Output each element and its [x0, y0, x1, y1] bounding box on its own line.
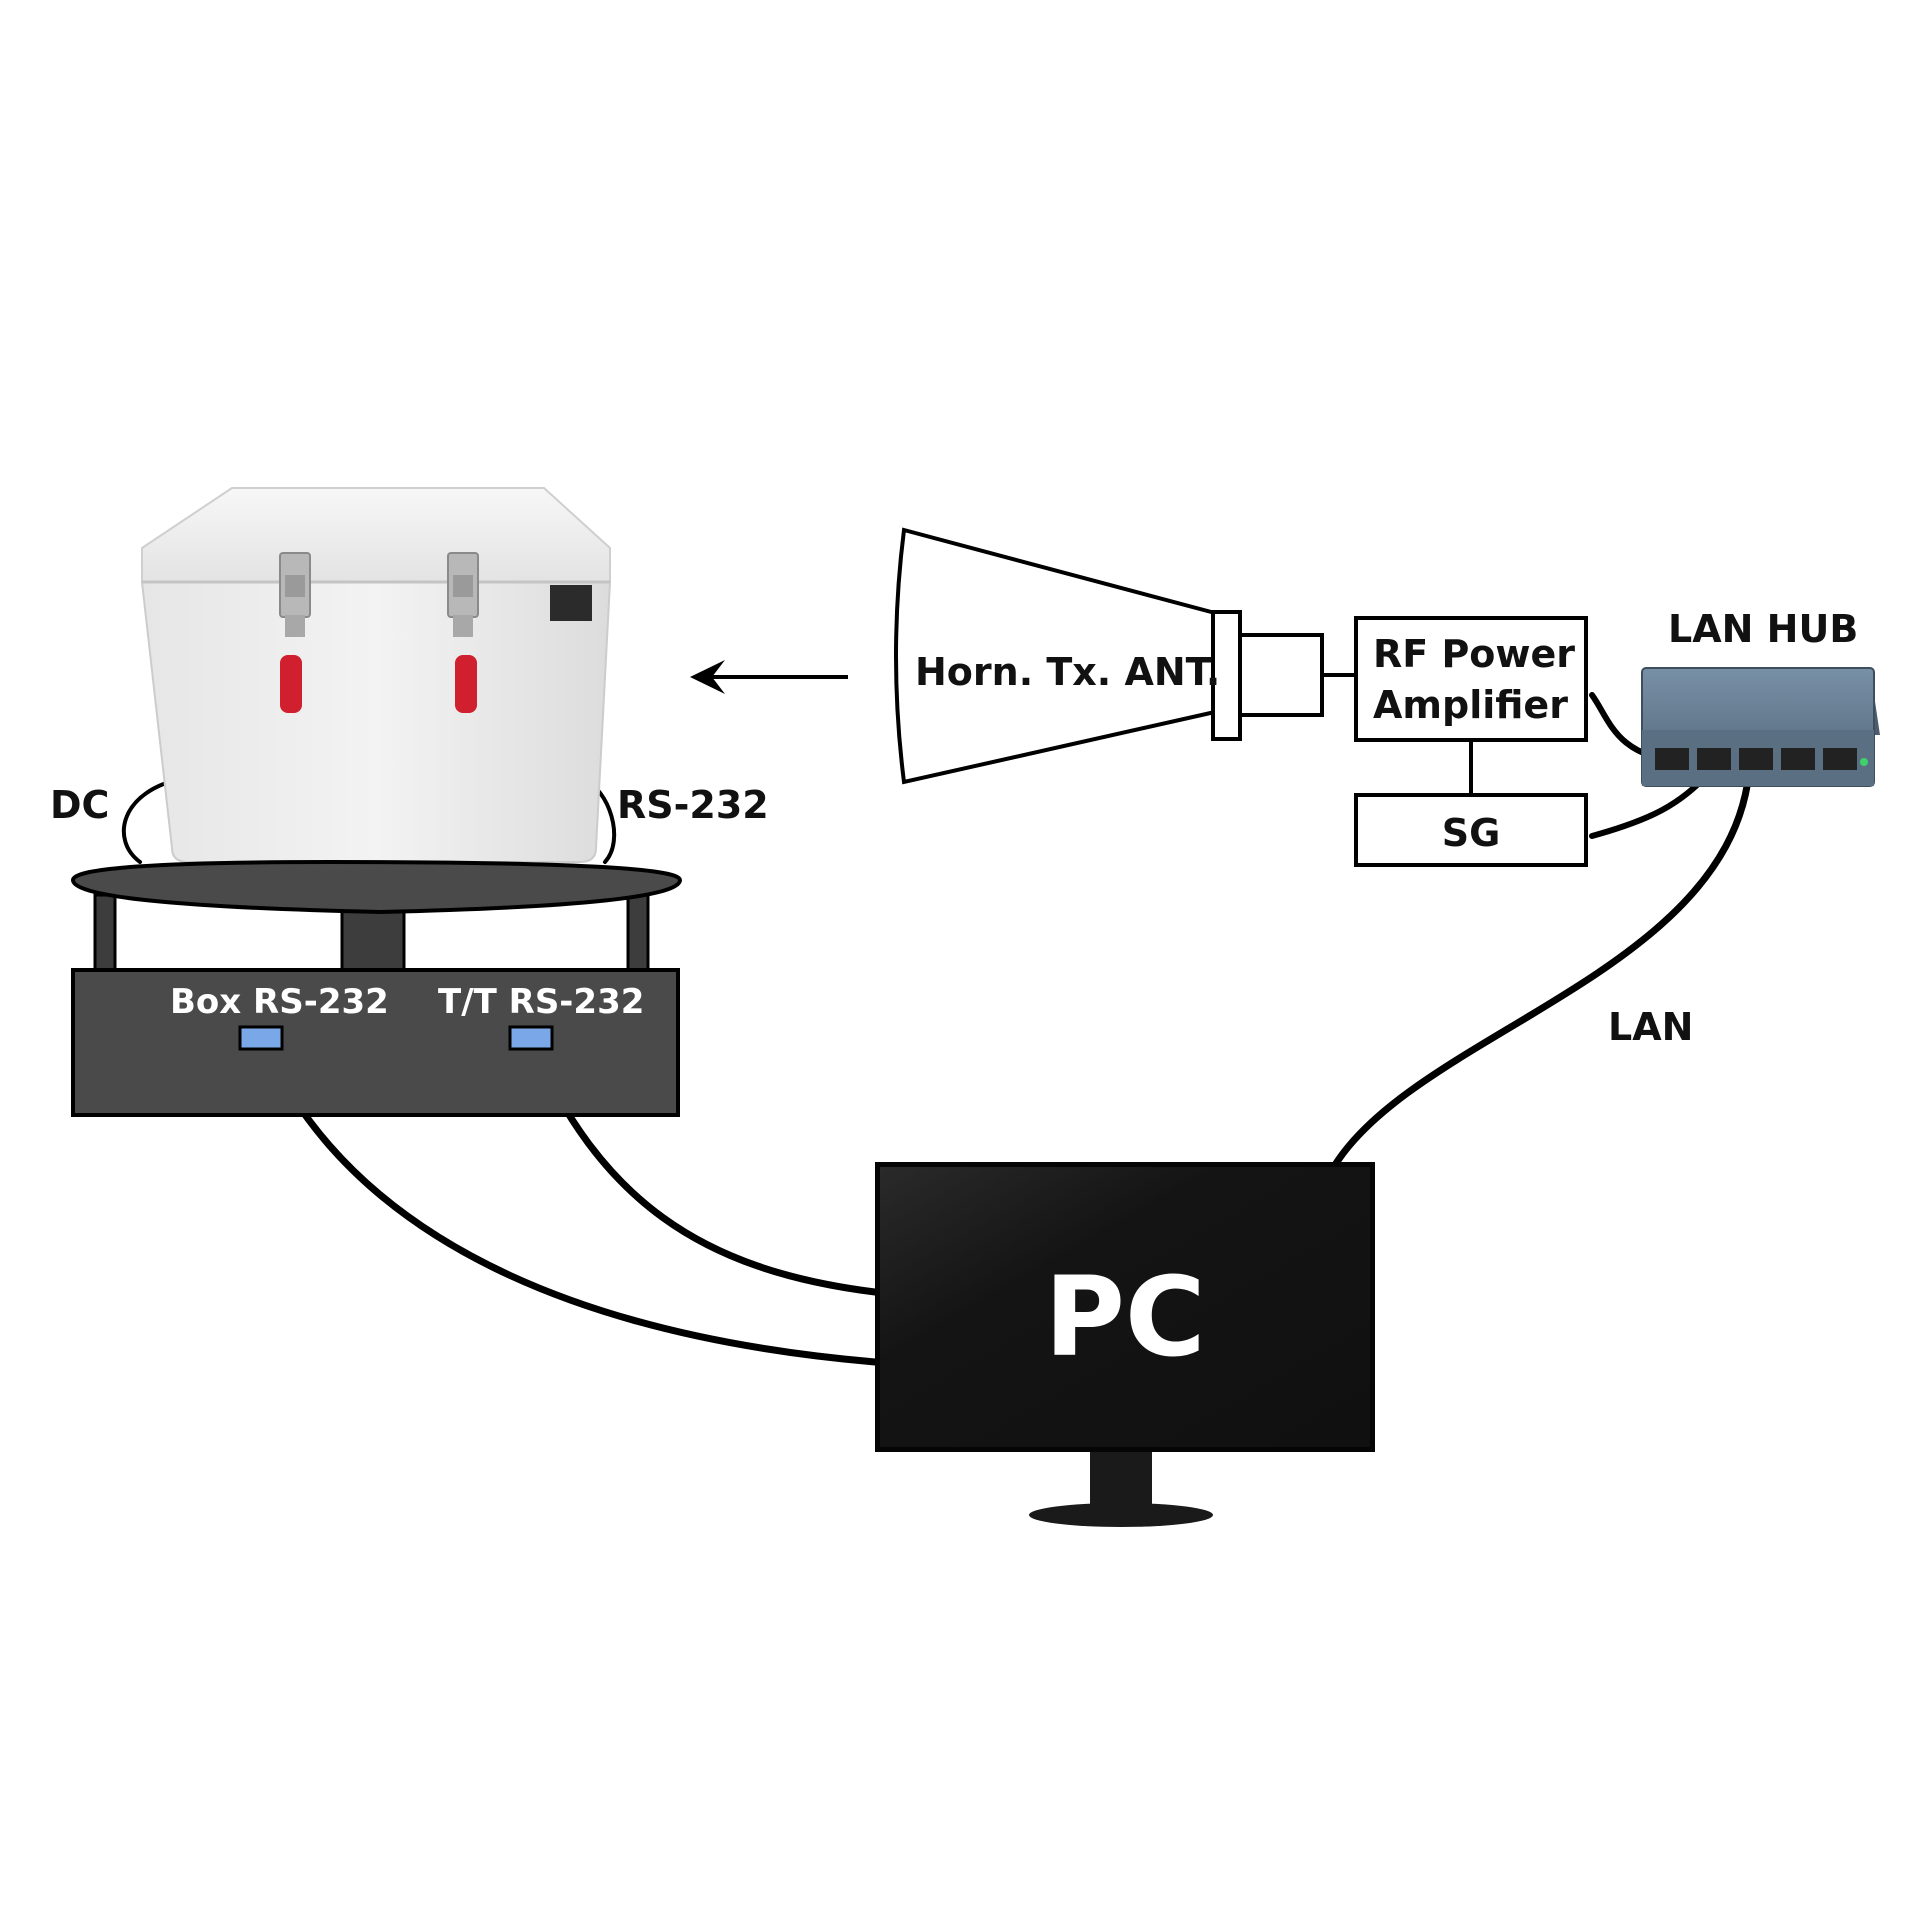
rs232-label: RS-232 — [617, 783, 769, 827]
shield-box — [140, 487, 612, 888]
rf-power-amplifier-box — [1354, 616, 1588, 742]
turntable-leg-right — [626, 893, 650, 977]
turntable-top — [70, 859, 683, 915]
radiation-arrow — [690, 660, 848, 694]
shield-box-nameplate — [550, 585, 592, 621]
lan-hub-port-1 — [1655, 748, 1689, 770]
box-rs232-label: Box RS-232 — [170, 982, 389, 1022]
sg-box — [1354, 793, 1588, 867]
lan-hub-port-3 — [1739, 748, 1773, 770]
latch-left — [279, 552, 311, 713]
turntable — [70, 859, 683, 1117]
tt-rs232-port — [508, 1025, 554, 1051]
lan-hub — [1641, 667, 1880, 787]
latch-right — [447, 552, 479, 713]
horn-flare — [894, 527, 1217, 785]
monitor-stand-base — [1029, 1503, 1213, 1527]
lan-hub-label: LAN HUB — [1668, 607, 1858, 651]
box-rs232-port — [238, 1025, 284, 1051]
pc-label: PC — [1044, 1253, 1205, 1381]
dc-label: DC — [50, 783, 109, 827]
horn-adapter — [1238, 633, 1324, 717]
turntable-base — [71, 968, 680, 1117]
rf-amplifier-label-line2: Amplifier — [1373, 683, 1568, 727]
rf-amplifier-label-line1: RF Power — [1373, 632, 1575, 676]
turntable-center-column — [340, 903, 406, 977]
shield-box-body — [140, 581, 612, 863]
shield-box-lid — [141, 487, 611, 583]
sg-label: SG — [1442, 811, 1501, 855]
lan-hub-port-5 — [1823, 748, 1857, 770]
lan-hub-port-2 — [1697, 748, 1731, 770]
rf-chain — [1354, 616, 1588, 867]
lan-label: LAN — [1608, 1005, 1693, 1049]
horn-antenna — [894, 527, 1356, 785]
lan-to-pc-cable — [1331, 756, 1754, 1169]
turntable-leg-left — [93, 893, 117, 977]
tt-rs232-label: T/T RS-232 — [438, 982, 644, 1022]
lan-hub-power-led — [1860, 758, 1868, 766]
pc-monitor — [875, 1162, 1375, 1527]
monitor-screen — [880, 1167, 1370, 1447]
box-rs232-to-pc-cable — [258, 1036, 879, 1366]
lan-hub-port-4 — [1781, 748, 1815, 770]
horn-antenna-label: Horn. Tx. ANT. — [915, 650, 1220, 694]
